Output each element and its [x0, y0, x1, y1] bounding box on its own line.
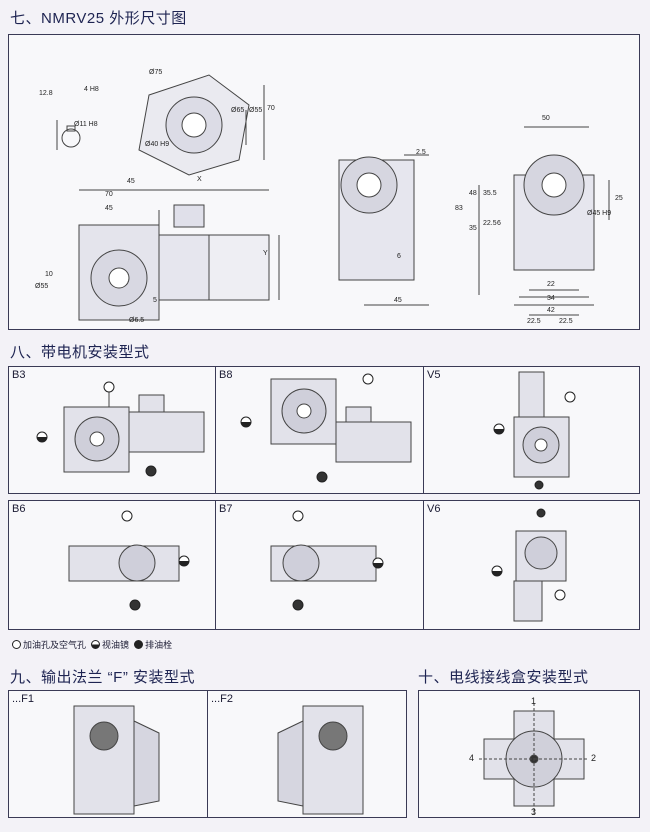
dim-label: Ø65 [231, 107, 245, 114]
dim-label: 70 [105, 191, 113, 198]
section9-title: 九、输出法兰 “F” 安装型式 [10, 669, 195, 686]
cell-label: B7 [219, 503, 233, 515]
legend-fill: 加油孔及空气孔 [23, 640, 87, 650]
dim-label: 22.5 [527, 318, 541, 325]
dim-label: 22 [547, 281, 555, 288]
mount-cell-b8: B8 [215, 366, 424, 494]
dim-label: Ø45 H9 [587, 210, 612, 217]
cell-label: B3 [12, 369, 26, 381]
dim-label: 48 [469, 190, 477, 197]
legend-drain: 排油栓 [145, 640, 173, 650]
dim-label: 35.5 [483, 190, 497, 197]
dim-label: 50 [542, 115, 550, 122]
cell-label: ...F1 [12, 693, 35, 705]
dim-label: 42 [547, 307, 555, 314]
dim-label: 70 [267, 105, 275, 112]
mount-cell-b6: B6 [8, 500, 216, 630]
dim-label: Ø55 [35, 283, 49, 290]
dim-label: Ø40 H9 [145, 141, 170, 148]
dim-label: 6 [397, 253, 401, 260]
dim-label: 83 [455, 205, 463, 212]
dim-label: 22.5 [559, 318, 573, 325]
dim-label: 45 [105, 205, 113, 212]
dim-label: 2.5 [416, 149, 426, 156]
legend-sight: 视油镜 [102, 640, 130, 650]
cell-label: B8 [219, 369, 233, 381]
cell-label: V6 [427, 503, 441, 515]
dim-label: X [197, 176, 202, 183]
position-2: 2 [591, 753, 597, 763]
dimension-drawing [56, 74, 610, 321]
dim-label: 45 [127, 178, 135, 185]
dim-label: Ø11 H8 [74, 121, 98, 128]
section10-title: 十、电线接线盒安装型式 [418, 669, 589, 686]
dim-label: 4 H8 [84, 86, 99, 93]
mount-cell-b7: B7 [215, 500, 424, 630]
dim-label: 6 [497, 220, 501, 227]
dim-label: Ø6.5 [129, 317, 145, 324]
position-1: 1 [531, 696, 537, 706]
dim-label: Y [263, 250, 268, 257]
mount-cell-v5: V5 [423, 366, 640, 494]
dim-label: 45 [394, 297, 402, 304]
section8-title: 八、带电机安装型式 [10, 344, 150, 361]
flange-cell-f2: ...F2 [207, 690, 407, 818]
drain-plug-icon [134, 640, 144, 649]
cell-label: ...F2 [211, 693, 234, 705]
dim-label: 34 [547, 295, 555, 302]
mount-cell-v6: V6 [423, 500, 640, 630]
legend: 加油孔及空气孔 视油镜 排油栓 [12, 638, 172, 651]
dimension-drawing-panel: 12.8 4 H8 Ø11 H8 Ø75 Ø40 H9 Ø65 Ø55 70 X… [8, 34, 640, 330]
dim-label: Ø75 [149, 69, 163, 76]
dim-label: Ø55 [249, 107, 263, 114]
position-4: 4 [469, 753, 475, 763]
dim-label: 12.8 [39, 90, 53, 97]
dim-label: 35 [469, 225, 477, 232]
dim-label: 22.5 [483, 220, 497, 227]
mount-cell-b3: B3 [8, 366, 216, 494]
cell-label: B6 [12, 503, 26, 515]
flange-cell-f1: ...F1 [8, 690, 208, 818]
dim-label: 5 [153, 297, 157, 304]
sight-glass-icon [91, 640, 101, 649]
position-3: 3 [531, 807, 537, 817]
dim-label: 25 [615, 195, 623, 202]
fill-hole-icon [12, 640, 21, 649]
cell-label: V5 [427, 369, 441, 381]
terminal-box-panel: 1 2 3 4 [418, 690, 640, 818]
section7-title: 七、NMRV25 外形尺寸图 [10, 10, 187, 27]
dim-label: 10 [45, 271, 53, 278]
